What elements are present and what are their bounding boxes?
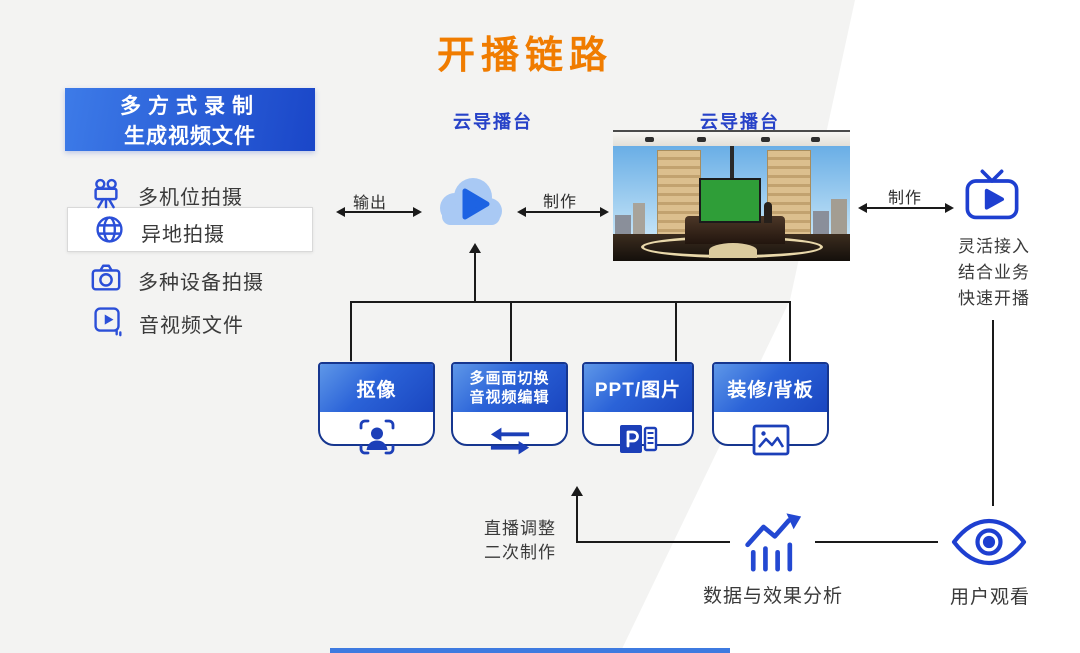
bottom-divider-strip xyxy=(330,648,730,653)
flexible-access-text: 灵活接入 结合业务 快速开播 xyxy=(946,234,1042,312)
live-adjust-line1: 直播调整 xyxy=(484,519,556,538)
live-adjust-text: 直播调整 二次制作 xyxy=(468,517,572,565)
flexible-access-line3: 快速开播 xyxy=(958,289,1030,308)
source-item-label: 多种设备拍摄 xyxy=(138,272,264,294)
produce-left-arrow-label: 制作 xyxy=(543,194,578,211)
feedback-arrow-stem xyxy=(576,494,578,543)
highlight-frame xyxy=(67,207,313,252)
feature-box-title: 抠像 xyxy=(356,379,397,401)
feature-box-title: 装修/背板 xyxy=(727,379,814,401)
cloud-play-icon xyxy=(430,172,510,239)
source-item-multicam: 多机位拍摄 xyxy=(89,176,243,215)
connector-drop-2 xyxy=(510,301,512,361)
connector-drop-4 xyxy=(789,301,791,361)
ppt-doc-icon xyxy=(618,421,658,462)
feature-box-ppt: PPT/图片 xyxy=(582,362,694,453)
source-item-label: 音视频文件 xyxy=(139,314,244,337)
recording-methods-header-line1: 多方式录制 xyxy=(120,94,260,118)
source-item-av-files: 音视频文件 xyxy=(91,304,244,342)
output-arrow xyxy=(336,207,422,217)
source-item-remote: 异地拍摄 xyxy=(93,213,225,251)
connector-tree-horizontal xyxy=(351,301,791,303)
page-title: 开播链路 xyxy=(437,35,614,77)
feature-box-title-line1: 多画面切换 xyxy=(469,370,550,387)
connector-analysis-to-viewer xyxy=(815,541,938,543)
produce-right-arrow xyxy=(858,203,954,213)
person-keying-icon xyxy=(357,417,397,462)
viewer-label: 用户观看 xyxy=(949,587,1030,608)
produce-right-arrow-label: 制作 xyxy=(888,190,923,207)
eye-icon xyxy=(950,516,1028,573)
source-item-label: 多机位拍摄 xyxy=(138,187,243,209)
feature-box-title-line2: 音视频编辑 xyxy=(469,389,550,406)
feature-box-decor: 装修/背板 xyxy=(712,362,829,456)
output-arrow-label: 输出 xyxy=(353,195,388,212)
virtual-studio-image xyxy=(613,130,850,261)
connector-tv-to-viewer xyxy=(992,320,994,506)
image-icon xyxy=(751,423,791,462)
feedback-arrow-horizontal xyxy=(576,541,730,543)
camera-icon xyxy=(89,262,123,299)
connector-up-arrowhead xyxy=(469,243,481,253)
flexible-access-line2: 结合业务 xyxy=(958,263,1030,282)
bar-chart-growth-icon xyxy=(742,511,802,578)
video-file-icon xyxy=(91,304,124,342)
cloud-director-label: 云导播台 xyxy=(453,112,533,132)
source-item-multidevice: 多种设备拍摄 xyxy=(89,262,264,299)
connector-drop-3 xyxy=(675,301,677,361)
globe-icon xyxy=(93,213,126,251)
feedback-arrowhead xyxy=(571,486,583,496)
feature-box-title: PPT/图片 xyxy=(594,379,682,401)
studio-label: 云导播台 xyxy=(700,112,780,132)
produce-left-arrow xyxy=(517,207,609,217)
connector-up-stem xyxy=(474,251,476,303)
analysis-label: 数据与效果分析 xyxy=(702,586,843,607)
live-adjust-line2: 二次制作 xyxy=(484,543,556,562)
feature-box-switching: 多画面切换 音视频编辑 xyxy=(451,362,568,455)
swap-arrows-icon xyxy=(489,425,531,462)
flexible-access-line1: 灵活接入 xyxy=(958,237,1030,256)
recording-methods-header: 多方式录制 生成视频文件 xyxy=(65,88,315,151)
connector-drop-1 xyxy=(350,301,352,361)
tv-play-icon xyxy=(962,168,1022,229)
recording-methods-header-line2: 生成视频文件 xyxy=(124,124,256,148)
source-item-label: 异地拍摄 xyxy=(141,223,225,246)
film-camera-icon xyxy=(89,176,123,215)
feature-box-keying: 抠像 xyxy=(318,362,435,455)
